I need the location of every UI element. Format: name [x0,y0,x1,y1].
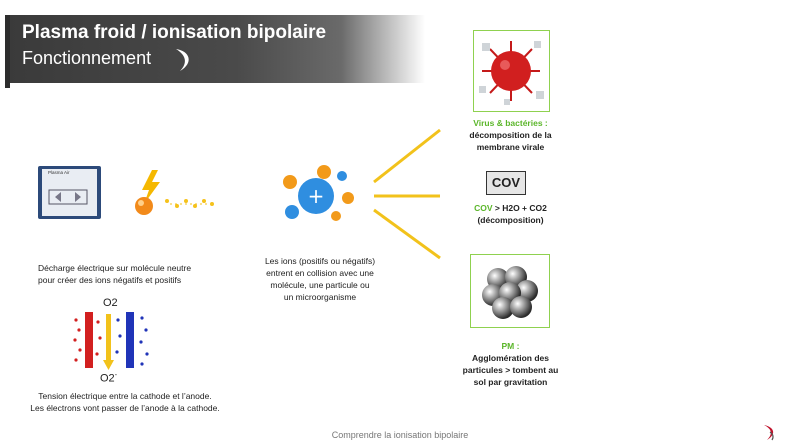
connector-virus-line [373,128,441,184]
o2-bottom-label: O2- [100,372,117,385]
lightning-ions-icon [135,170,214,215]
ions-caption-line-4: un microorganisme [283,292,357,302]
cov-caption: COV > H2O + CO2 (décomposition) [438,202,583,226]
ions-caption-line-2: entrent en collision avec une [266,268,374,278]
connector-pm-line [373,208,441,260]
discharge-caption-line-2: pour créer des ions négatifs et positifs [38,275,182,285]
tension-caption-line-1: Tension électrique entre la cathode et l… [38,391,212,401]
pm-caption-title: PM : [501,341,520,351]
virus-image-frame [473,30,550,112]
cov-caption-label: COV [474,203,493,213]
o2-bottom-text: O2 [100,372,115,385]
cov-caption-formula: > H2O + CO2 [492,203,547,213]
cov-caption-line-1: COV > H2O + CO2 [438,202,583,214]
tension-caption: Tension électrique entre la cathode et l… [10,390,240,414]
ions-caption: Les ions (positifs ou négatifs) entrent … [245,255,395,303]
virus-caption: Virus & bactéries : décomposition de la … [438,117,583,153]
cov-badge: COV [486,171,526,195]
device-label: Plasma Air [48,170,70,175]
o2-top-label: O2 [103,297,118,309]
header-banner [5,15,425,83]
tension-caption-line-2: Les électrons vont passer de l’anode à l… [30,403,220,413]
brand-logo-icon [764,425,774,441]
electrodes-diagram [73,312,149,370]
header-accent-bar [5,15,10,88]
pm-caption-line-2: particules > tombent au [462,365,559,375]
footer-text: Comprendre la ionisation bipolaire [331,430,469,440]
page-title: Plasma froid / ionisation bipolaire [22,22,327,43]
page-subtitle: Fonctionnement [22,48,152,68]
brand-swoosh-icon [176,49,189,71]
virus-caption-line-2: membrane virale [476,142,545,152]
ion-cluster-icon: + [283,165,354,221]
plasma-device-image [38,166,101,219]
discharge-caption-line-1: Décharge électrique sur molécule neutre [38,263,192,273]
pm-caption: PM : Agglomération des particules > tomb… [438,340,583,388]
pm-caption-line-3: sol par gravitation [473,377,548,387]
connector-lines [373,128,441,260]
discharge-caption: Décharge électrique sur molécule neutre … [38,262,268,286]
particles-image [482,266,538,319]
cov-caption-line-2: (décomposition) [477,215,544,225]
ions-caption-line-1: Les ions (positifs ou négatifs) [264,256,376,266]
pm-caption-line-1: Agglomération des [472,353,549,363]
svg-text:+: + [308,184,325,208]
virus-caption-line-1: décomposition de la [469,130,552,140]
ions-caption-line-3: molécule, une particule ou [270,280,370,290]
virus-image [479,41,544,105]
virus-caption-title: Virus & bactéries : [473,118,548,128]
pm-image-frame [470,254,550,328]
o2-bottom-charge: - [114,372,118,379]
